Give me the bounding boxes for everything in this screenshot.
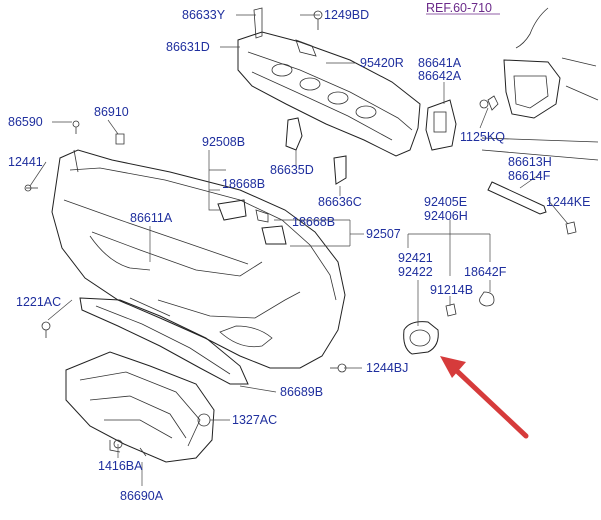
part-label-86635D: 86635D [270,163,314,177]
part-label-86641A: 86641A [418,56,462,70]
part-label-92406H: 92406H [424,209,468,223]
part-label-86590: 86590 [8,115,43,129]
bumper-cover-drawing [51,149,346,369]
ref-part-drawing [503,7,599,119]
part-label-92421: 92421 [398,251,433,265]
part-label-18668B-upper: 18668B [222,177,265,191]
leader-lines [29,14,569,486]
part-label-1244BJ: 1244BJ [366,361,408,375]
part-label-86631D: 86631D [166,40,210,54]
part-label-86910: 86910 [94,105,129,119]
part-label-91214B: 91214B [430,283,473,297]
part-label-95420R: 95420R [360,56,404,70]
under-cover-drawing [65,351,215,463]
part-label-86613H: 86613H [508,155,552,169]
red-pointer-arrow [440,356,529,439]
side-rail-drawing [481,137,599,235]
part-label-1221AC: 1221AC [16,295,61,309]
part-labels: REF.60-710 86633Y 1249BD 86631D 95420R 8… [8,1,590,503]
part-label-86690A: 86690A [120,489,164,503]
lower-strip-drawing [79,297,249,385]
part-label-1327AC: 1327AC [232,413,277,427]
part-label-92507: 92507 [366,227,401,241]
part-label-92422: 92422 [398,265,433,279]
small-brackets-drawing [217,117,347,245]
upper-beam-drawing [237,7,421,157]
part-label-18642F: 18642F [464,265,507,279]
part-label-86689B: 86689B [280,385,323,399]
part-label-1416BA: 1416BA [98,459,143,473]
reference-label[interactable]: REF.60-710 [426,1,492,15]
part-label-92405E: 92405E [424,195,467,209]
part-label-86636C: 86636C [318,195,362,209]
part-label-86633Y: 86633Y [182,8,226,22]
part-label-1125KQ: 1125KQ [460,130,505,144]
fasteners-drawing [24,10,489,449]
part-label-92508B: 92508B [202,135,245,149]
part-label-86614F: 86614F [508,169,551,183]
part-label-1249BD: 1249BD [324,8,369,22]
part-label-18668B-lower: 18668B [292,215,335,229]
part-label-12441: 12441 [8,155,43,169]
fog-lamp-drawing [403,291,495,355]
part-label-86611A: 86611A [130,211,173,225]
bracket-drawing [425,95,499,151]
part-label-1244KE: 1244KE [546,195,590,209]
part-label-86642A: 86642A [418,69,462,83]
